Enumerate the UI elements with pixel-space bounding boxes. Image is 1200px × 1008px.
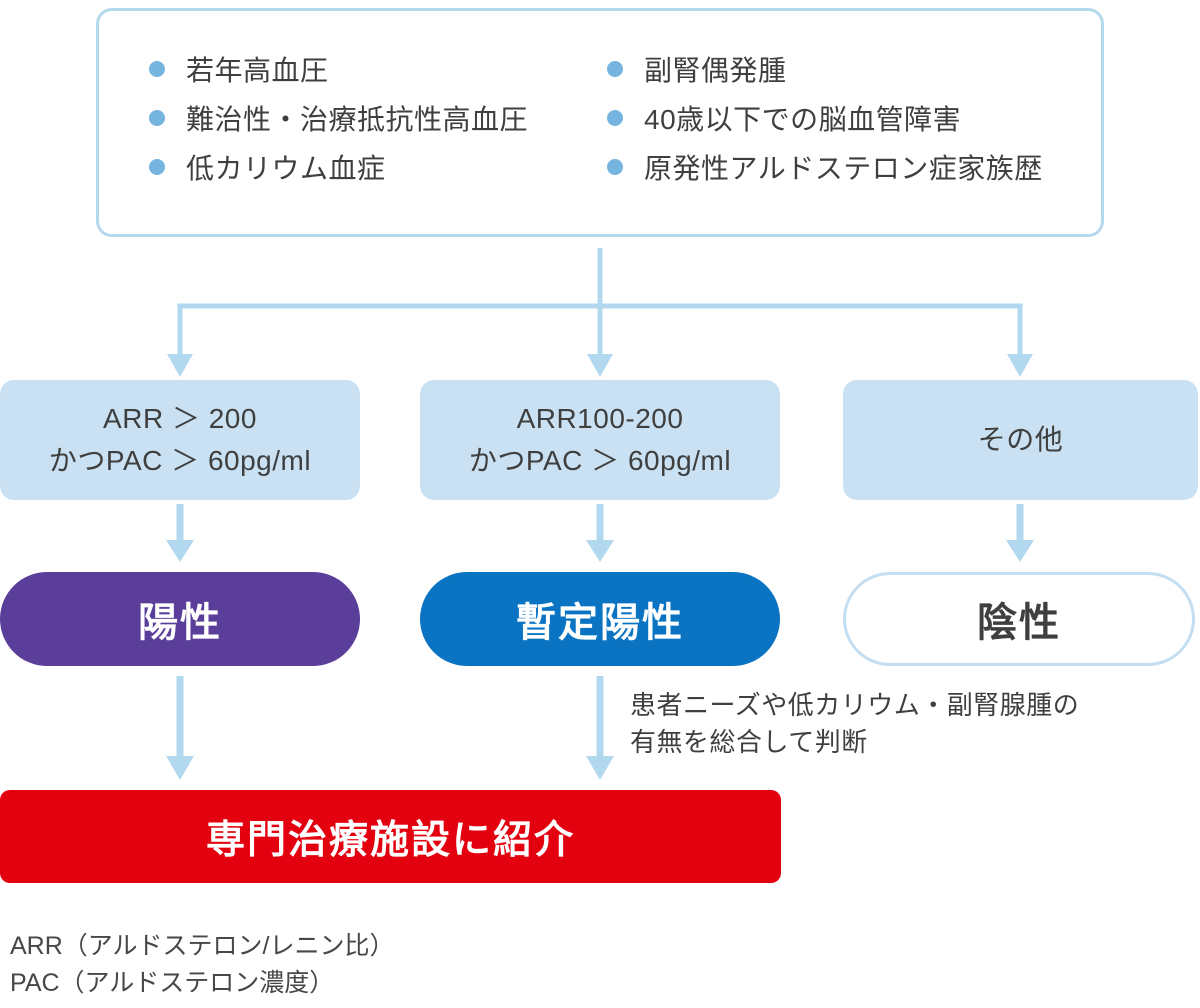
note-line: 有無を総合して判断 bbox=[630, 727, 868, 757]
note-line: 患者ニーズや低カリウム・副腎腺腫の bbox=[630, 690, 1080, 720]
result-pill-positive: 陽性 bbox=[0, 572, 360, 666]
condition-line: かつPAC ＞ 60pg/ml bbox=[468, 445, 732, 476]
condition-box-arr-over-200: ARR ＞ 200 かつPAC ＞ 60pg/ml bbox=[0, 380, 360, 500]
result-label: 暫定陽性 bbox=[516, 601, 684, 645]
list-item: 低カリウム血症 bbox=[149, 149, 528, 184]
list-item: 原発性アルドステロン症家族歴 bbox=[607, 149, 1043, 184]
bullet-dot-icon bbox=[607, 158, 623, 175]
bullet-dot-icon bbox=[149, 60, 165, 77]
condition-box-other: その他 bbox=[843, 380, 1198, 500]
list-item: 若年高血圧 bbox=[149, 51, 528, 86]
condition-line: ARR100-200 bbox=[516, 403, 684, 434]
bullet-dot-icon bbox=[607, 60, 623, 77]
judgement-note: 患者ニーズや低カリウム・副腎腺腫の 有無を総合して判断 bbox=[630, 687, 1079, 761]
arrow-down-icon bbox=[1007, 354, 1033, 377]
condition-box-arr-100-200: ARR100-200 かつPAC ＞ 60pg/ml bbox=[420, 380, 780, 500]
criteria-text: 40歳以下での脳血管障害 bbox=[644, 103, 962, 135]
branch-connector-arrows bbox=[167, 248, 1033, 377]
result-pill-tentative-positive: 暫定陽性 bbox=[420, 572, 780, 666]
criteria-text: 原発性アルドステロン症家族歴 bbox=[644, 152, 1043, 184]
result-label: 陰性 bbox=[977, 601, 1061, 645]
arrow-down-icon bbox=[587, 354, 613, 377]
screening-criteria-box: 若年高血圧 難治性・治療抵抗性高血圧 低カリウム血症 副腎偶発腫 40歳以下での… bbox=[96, 8, 1104, 237]
criteria-text: 副腎偶発腫 bbox=[644, 54, 787, 86]
footnote-arr: ARR（アルドステロン/レニン比） bbox=[10, 932, 395, 960]
arrow-down-icon bbox=[166, 676, 194, 780]
bullet-dot-icon bbox=[607, 109, 623, 126]
bullet-dot-icon bbox=[149, 158, 165, 175]
arrow-down-icon bbox=[1006, 504, 1034, 562]
result-label: 陽性 bbox=[138, 601, 222, 645]
criteria-text: 若年高血圧 bbox=[186, 54, 329, 86]
criteria-text: 低カリウム血症 bbox=[186, 152, 386, 184]
condition-line: かつPAC ＞ 60pg/ml bbox=[48, 445, 312, 476]
list-item: 40歳以下での脳血管障害 bbox=[607, 100, 1043, 135]
criteria-list-right: 副腎偶発腫 40歳以下での脳血管障害 原発性アルドステロン症家族歴 bbox=[607, 51, 1043, 184]
referral-box: 専門治療施設に紹介 bbox=[0, 790, 781, 883]
arrow-down-icon bbox=[586, 676, 614, 780]
list-item: 難治性・治療抵抗性高血圧 bbox=[149, 100, 528, 135]
bullet-dot-icon bbox=[149, 109, 165, 126]
condition-line: ARR ＞ 200 bbox=[103, 403, 257, 434]
criteria-list-left: 若年高血圧 難治性・治療抵抗性高血圧 低カリウム血症 bbox=[149, 51, 528, 184]
footnote-pac: PAC（アルドステロン濃度） bbox=[10, 969, 335, 997]
footnotes: ARR（アルドステロン/レニン比） PAC（アルドステロン濃度） bbox=[10, 928, 394, 1002]
criteria-text: 難治性・治療抵抗性高血圧 bbox=[186, 103, 529, 135]
list-item: 副腎偶発腫 bbox=[607, 51, 1043, 86]
result-pill-negative: 陰性 bbox=[843, 572, 1195, 666]
arrow-down-icon bbox=[167, 354, 193, 377]
condition-line: その他 bbox=[977, 424, 1064, 455]
referral-label: 専門治療施設に紹介 bbox=[205, 818, 575, 862]
arrow-down-icon bbox=[166, 504, 194, 562]
arrow-down-icon bbox=[586, 504, 614, 562]
